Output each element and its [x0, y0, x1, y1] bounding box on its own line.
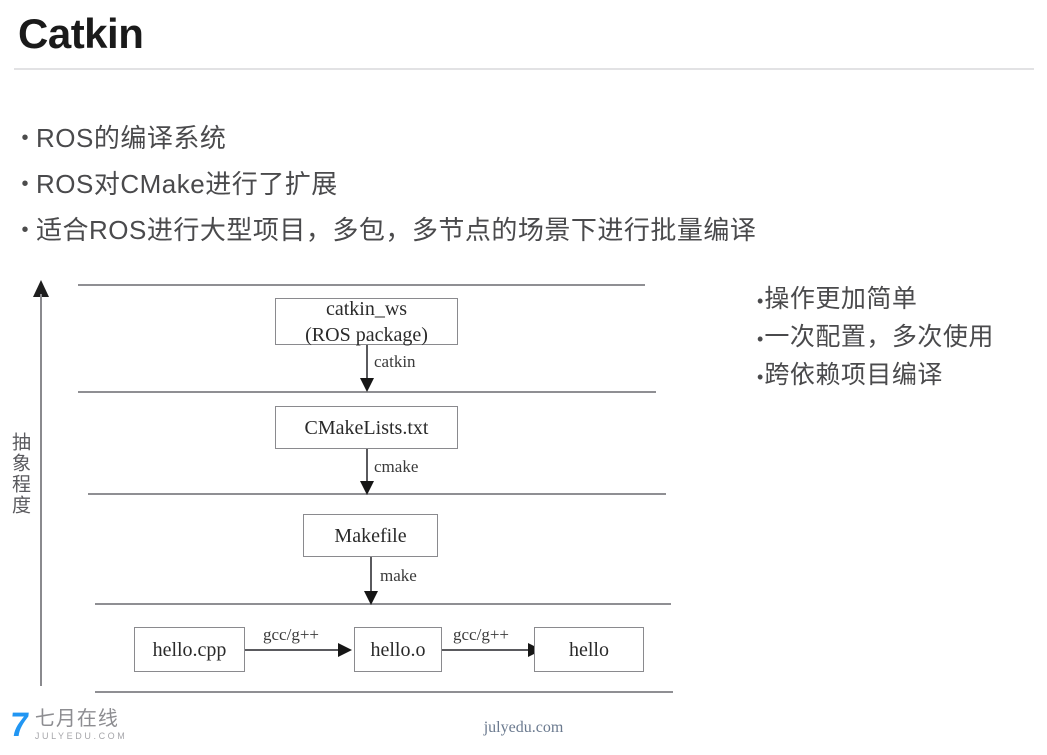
connector-gcc-2 [442, 649, 531, 651]
benefit-text: 跨依赖项目编译 [764, 361, 943, 389]
title-divider [14, 68, 1034, 70]
bullet-marker-icon: • [757, 291, 764, 311]
node-cmakelists: CMakeLists.txt [275, 406, 458, 449]
footer-url: julyedu.com [483, 719, 564, 736]
node-hello-cpp: hello.cpp [134, 627, 245, 672]
axis-arrow-icon [33, 280, 49, 297]
edge-label-gcc-2: gcc/g++ [453, 625, 509, 644]
tier-separator-1 [78, 284, 645, 286]
list-item: • ROS对CMake进行了扩展 [14, 166, 914, 202]
connector-gcc-1 [245, 649, 341, 651]
tier-separator-2 [78, 391, 656, 393]
node-makefile: Makefile [303, 514, 438, 557]
bullet-list: • ROS的编译系统 • ROS对CMake进行了扩展 • 适合ROS进行大型项… [14, 120, 914, 258]
edge-label-catkin: catkin [374, 352, 416, 371]
connector-catkin-arrowhead-icon [360, 378, 374, 392]
benefits-list: • 操作更加简单 • 一次配置，多次使用 • 跨依赖项目编译 [757, 281, 1042, 395]
node-label-line1: hello.cpp [152, 638, 227, 661]
list-item: • 操作更加简单 [757, 281, 1042, 319]
tier-separator-5 [95, 691, 673, 693]
connector-cmake [366, 449, 368, 483]
bullet-text: ROS的编译系统 [36, 123, 227, 153]
node-hello: hello [534, 627, 644, 672]
connector-make-arrowhead-icon [364, 591, 378, 605]
bullet-text: 适合ROS进行大型项目，多包，多节点的场景下进行批量编译 [36, 215, 757, 245]
node-label-line1: hello [569, 638, 609, 661]
list-item: • 跨依赖项目编译 [757, 357, 1042, 395]
list-item: • 适合ROS进行大型项目，多包，多节点的场景下进行批量编译 [14, 212, 914, 248]
axis-label: 抽象程度 [9, 432, 30, 516]
edge-label-make: make [380, 566, 417, 585]
node-label-line1: CMakeLists.txt [304, 416, 429, 439]
node-label-line1: Makefile [334, 524, 407, 547]
connector-gcc-1-arrowhead-icon [338, 643, 352, 657]
node-catkin-ws: catkin_ws (ROS package) [275, 297, 458, 346]
list-item: • 一次配置，多次使用 [757, 319, 1042, 357]
edge-label-cmake: cmake [374, 457, 419, 476]
connector-catkin [366, 345, 368, 380]
list-item: • ROS的编译系统 [14, 120, 914, 156]
bullet-marker-icon: • [21, 127, 29, 149]
brand-logo: 7 七月在线 JULYEDU.COM [8, 706, 127, 744]
bullet-text: ROS对CMake进行了扩展 [36, 169, 338, 199]
benefit-text: 一次配置，多次使用 [764, 323, 994, 351]
logo-domain: JULYEDU.COM [34, 731, 128, 741]
connector-make [370, 557, 372, 593]
connector-gcc-2-arrowhead-icon [528, 643, 542, 657]
tier-separator-4 [95, 603, 671, 605]
benefit-text: 操作更加简单 [764, 285, 918, 313]
edge-label-gcc-1: gcc/g++ [263, 625, 319, 644]
node-hello-o: hello.o [354, 627, 442, 672]
node-label-line1: catkin_ws [325, 297, 408, 320]
logo-wordmark: 七月在线 JULYEDU.COM [35, 708, 127, 742]
tier-separator-3 [88, 493, 666, 495]
node-label-line2: (ROS package) [305, 323, 428, 346]
bullet-marker-icon: • [757, 367, 764, 387]
page-title: Catkin [18, 10, 144, 57]
bullet-marker-icon: • [21, 219, 29, 241]
bullet-marker-icon: • [757, 329, 764, 349]
node-label-line1: hello.o [370, 638, 426, 661]
connector-cmake-arrowhead-icon [360, 481, 374, 495]
axis-line [40, 294, 42, 686]
logo-chinese-name: 七月在线 [34, 708, 119, 730]
bullet-marker-icon: • [21, 173, 29, 195]
